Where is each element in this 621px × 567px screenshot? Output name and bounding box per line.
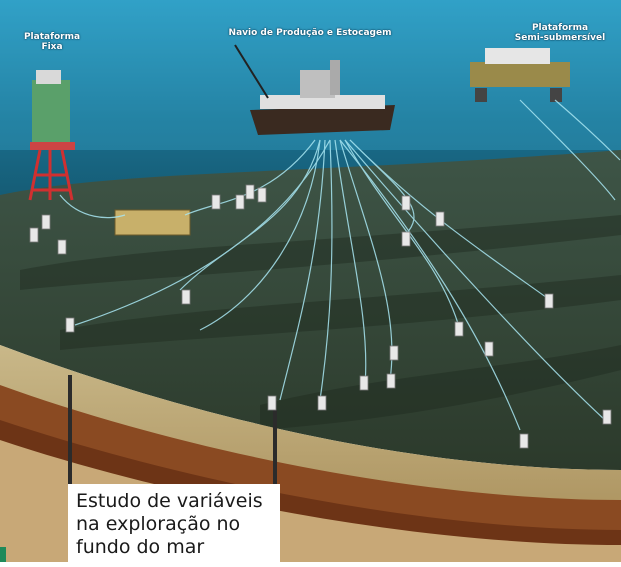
seabed-streak: [260, 345, 621, 430]
semisub-label-line2: Semi-submersível: [514, 33, 606, 43]
caption-box: Estudo de variáveis na exploração no fun…: [68, 484, 280, 562]
semisub-platform: [470, 48, 570, 102]
well-pipe: [273, 410, 277, 540]
flowlines: [59, 99, 621, 431]
fixed-platform: [28, 70, 75, 201]
semisub-label-line1: Plataforma: [531, 23, 589, 33]
wellheads: [29, 184, 612, 449]
caption-text: Estudo de variáveis na exploração no fun…: [76, 490, 263, 558]
well-pipe: [68, 375, 72, 485]
fpso-ship: [234, 44, 395, 135]
fixed-platform-label-line1: Plataforma: [23, 32, 81, 42]
fixed-platform-label: Plataforma Fixa: [22, 32, 82, 52]
fixed-platform-label-line2: Fixa: [41, 42, 63, 52]
subsea-manifold: [114, 209, 191, 236]
fpso-label: Navio de Produção e Estocagem: [228, 28, 392, 38]
seabed-streak: [20, 215, 621, 290]
semisub-label: Plataforma Semi-submersível: [500, 23, 620, 43]
corner-accent-mark: [0, 547, 6, 562]
